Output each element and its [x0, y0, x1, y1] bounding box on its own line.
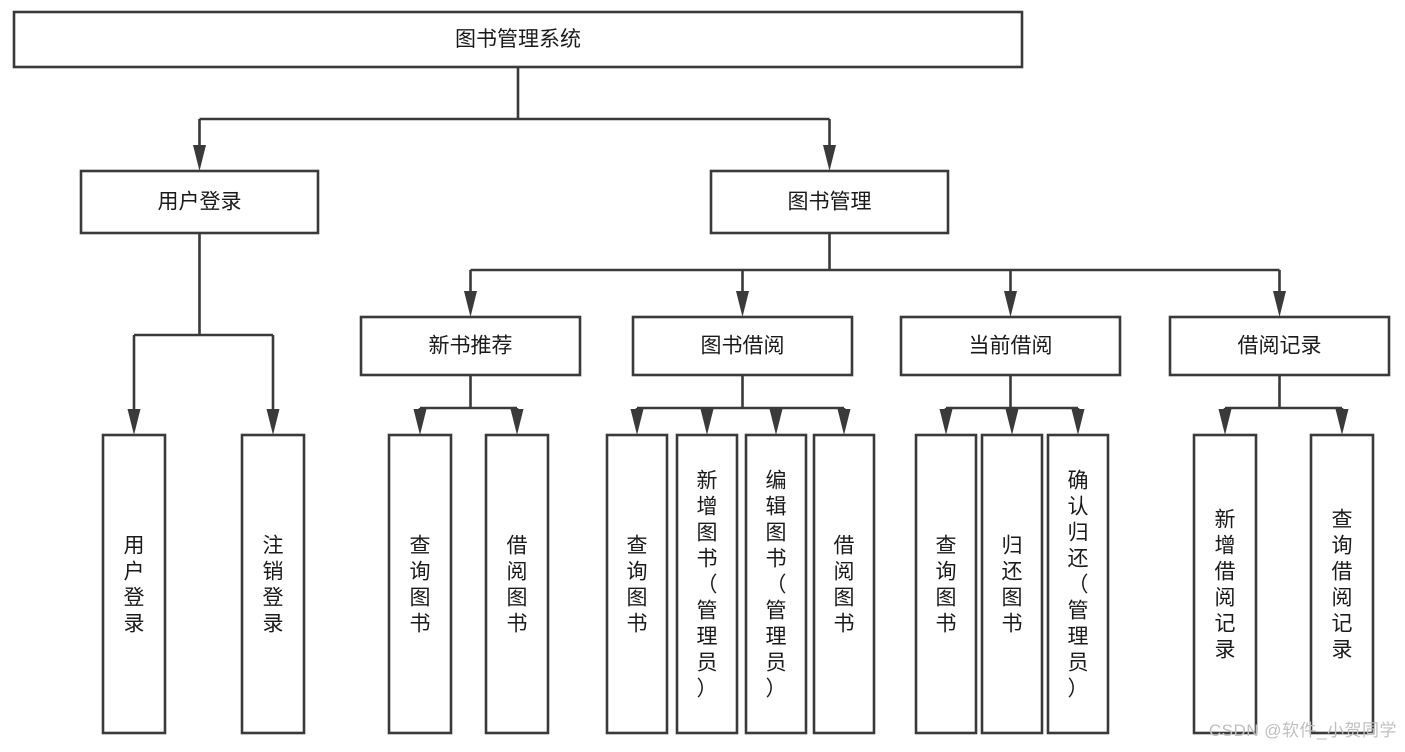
node-box-new-book-recommend: [359, 315, 582, 377]
node-label-root: 图书管理系统: [455, 28, 581, 51]
node-leaf-user-logout[interactable]: 注销登录: [240, 433, 306, 735]
connector-user-login-leaves: [127, 233, 280, 435]
node-leaf-return-book[interactable]: 归还图书: [980, 433, 1044, 735]
node-box-leaf-query-book-3: [914, 433, 978, 735]
node-box-root: [12, 10, 1024, 69]
node-box-leaf-confirm-return: [1046, 433, 1110, 735]
arrow-head-icon: [736, 291, 749, 317]
node-leaf-add-book[interactable]: 新增图书（管理员）: [675, 433, 739, 735]
node-box-leaf-query-record: [1309, 433, 1375, 735]
node-book-borrow[interactable]: 图书借阅: [631, 315, 854, 377]
arrow-head-icon: [1004, 291, 1017, 317]
node-label-leaf-borrow-book-1: 借阅图书: [507, 534, 528, 635]
node-label-leaf-add-record: 新增借阅记录: [1215, 508, 1236, 661]
node-label-leaf-add-book: 新增图书（管理员）: [697, 469, 718, 700]
arrow-head-icon: [769, 409, 783, 435]
node-box-user-login: [79, 169, 320, 235]
node-label-leaf-query-book-2: 查询图书: [627, 534, 648, 635]
node-leaf-query-book-3[interactable]: 查询图书: [914, 433, 978, 735]
arrow-head-icon: [823, 145, 836, 171]
arrow-head-icon: [1005, 409, 1019, 435]
node-leaf-edit-book[interactable]: 编辑图书（管理员）: [744, 433, 808, 735]
node-leaf-query-book-1[interactable]: 查询图书: [387, 433, 453, 735]
node-label-leaf-query-book-3: 查询图书: [936, 534, 957, 635]
node-box-leaf-borrow-book-2: [812, 433, 876, 735]
node-label-new-book-recommend: 新书推荐: [429, 335, 513, 358]
node-box-leaf-add-book: [675, 433, 739, 735]
node-label-leaf-query-record: 查询借阅记录: [1332, 508, 1353, 661]
node-label-book-manage: 图书管理: [788, 191, 872, 214]
node-box-book-borrow: [631, 315, 854, 377]
node-new-book-recommend[interactable]: 新书推荐: [359, 315, 582, 377]
connector-new-book-leaves: [413, 375, 524, 435]
arrow-head-icon: [630, 409, 644, 435]
node-label-leaf-return-book: 归还图书: [1002, 534, 1023, 635]
node-label-current-borrow: 当前借阅: [969, 335, 1053, 358]
node-label-book-borrow: 图书借阅: [701, 335, 785, 358]
node-leaf-borrow-book-1[interactable]: 借阅图书: [484, 433, 550, 735]
connector-current-borrow-leaves: [939, 375, 1085, 435]
node-box-leaf-edit-book: [744, 433, 808, 735]
node-box-leaf-borrow-book-1: [484, 433, 550, 735]
connector-book-manage-to-level3: [464, 233, 1286, 317]
node-current-borrow[interactable]: 当前借阅: [899, 315, 1122, 377]
node-box-book-manage: [709, 169, 950, 235]
node-leaf-user-login[interactable]: 用户登录: [101, 433, 167, 735]
node-box-leaf-return-book: [980, 433, 1044, 735]
connector-root-to-level2: [193, 67, 836, 171]
node-box-leaf-add-record: [1192, 433, 1258, 735]
node-user-login[interactable]: 用户登录: [79, 169, 320, 235]
arrow-head-icon: [1273, 291, 1286, 317]
node-label-leaf-edit-book: 编辑图书（管理员）: [766, 469, 787, 700]
node-box-leaf-query-book-1: [387, 433, 453, 735]
node-leaf-query-book-2[interactable]: 查询图书: [605, 433, 669, 735]
arrow-head-icon: [1335, 409, 1349, 435]
node-label-borrow-record: 借阅记录: [1238, 335, 1322, 358]
node-layer: 图书管理系统用户登录图书管理新书推荐图书借阅当前借阅借阅记录用户登录注销登录查询…: [12, 10, 1391, 735]
node-leaf-add-record[interactable]: 新增借阅记录: [1192, 433, 1258, 735]
arrow-head-icon: [510, 409, 524, 435]
arrow-head-icon: [1071, 409, 1085, 435]
node-label-leaf-borrow-book-2: 借阅图书: [834, 534, 855, 635]
arrow-head-icon: [266, 409, 280, 435]
node-label-leaf-query-book-1: 查询图书: [410, 534, 431, 635]
arrow-head-icon: [193, 145, 206, 171]
node-box-borrow-record: [1168, 315, 1391, 377]
node-box-leaf-user-logout: [240, 433, 306, 735]
arrow-head-icon: [127, 409, 141, 435]
arrow-head-icon: [939, 409, 953, 435]
connector-layer: [127, 67, 1349, 435]
node-book-manage[interactable]: 图书管理: [709, 169, 950, 235]
arrow-head-icon: [464, 291, 477, 317]
arrow-head-icon: [413, 409, 427, 435]
node-borrow-record[interactable]: 借阅记录: [1168, 315, 1391, 377]
arrow-head-icon: [1218, 409, 1232, 435]
arrow-head-icon: [700, 409, 714, 435]
node-box-leaf-user-login: [101, 433, 167, 735]
node-leaf-query-record[interactable]: 查询借阅记录: [1309, 433, 1375, 735]
arrow-head-icon: [837, 409, 851, 435]
node-box-current-borrow: [899, 315, 1122, 377]
node-leaf-borrow-book-2[interactable]: 借阅图书: [812, 433, 876, 735]
node-label-user-login: 用户登录: [158, 191, 242, 214]
node-label-leaf-user-login: 用户登录: [124, 534, 145, 635]
node-label-leaf-user-logout: 注销登录: [263, 534, 284, 635]
node-leaf-confirm-return[interactable]: 确认归还（管理员）: [1046, 433, 1110, 735]
connector-borrow-record-leaves: [1218, 375, 1349, 435]
node-root[interactable]: 图书管理系统: [12, 10, 1024, 69]
node-label-leaf-confirm-return: 确认归还（管理员）: [1068, 469, 1089, 700]
connector-book-borrow-leaves: [630, 375, 851, 435]
node-box-leaf-query-book-2: [605, 433, 669, 735]
